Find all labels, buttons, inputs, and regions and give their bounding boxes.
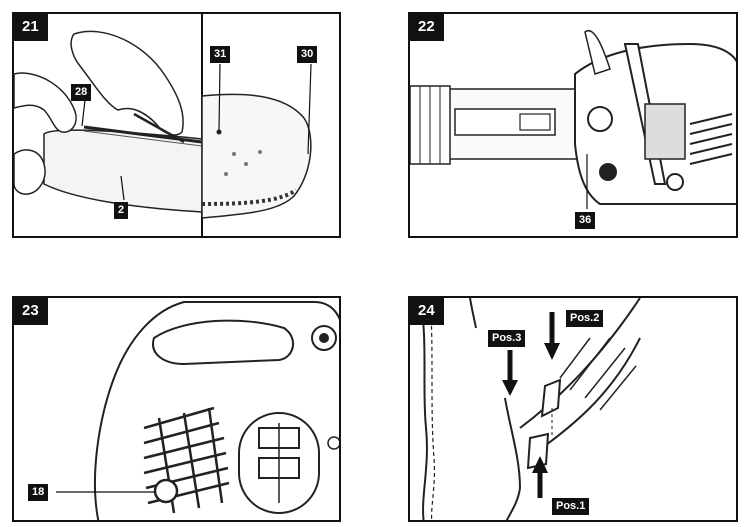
- callout-label: Pos.2: [566, 310, 604, 327]
- figure-number: 22: [410, 14, 444, 41]
- figure-22: 22 36: [408, 12, 738, 238]
- callout-label: 30: [297, 46, 318, 63]
- figure-21-illustration: [14, 14, 312, 236]
- callout-label: 31: [210, 46, 231, 63]
- figure-23: 23 18: [12, 296, 341, 522]
- callout-label: 2: [114, 202, 129, 219]
- figure-24: 24 Pos.3 Pos.2 Pos.1: [408, 296, 738, 522]
- figure-number: 21: [14, 14, 48, 41]
- figure-number: 24: [410, 298, 444, 325]
- callout-label: 36: [575, 212, 596, 229]
- callout-label: Pos.3: [488, 330, 526, 347]
- figure-24-illustration: [419, 298, 641, 520]
- figure-23-illustration: [56, 301, 339, 520]
- figure-number: 23: [14, 298, 48, 325]
- figure-22-illustration: [410, 29, 736, 209]
- callout-label: 18: [28, 484, 49, 501]
- figure-21: 21 28 2 31 30: [12, 12, 341, 238]
- callout-label: Pos.1: [552, 498, 590, 515]
- callout-label: 28: [71, 84, 92, 101]
